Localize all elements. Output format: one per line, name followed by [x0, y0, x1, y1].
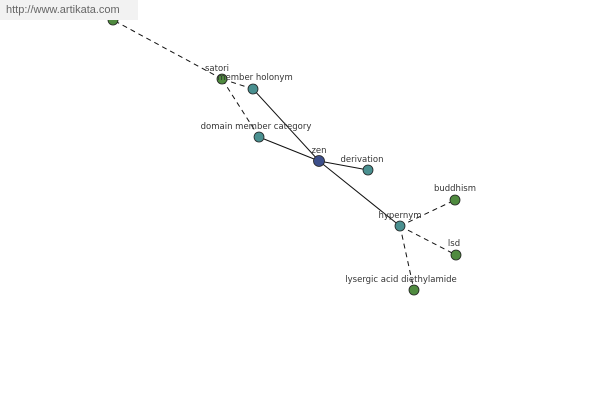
edge-zen-to-derivation: [318, 160, 369, 171]
edge-hypernym-to-buddhism: [399, 199, 456, 227]
edge-hypernym-to-lsd: [399, 225, 457, 256]
node-satori[interactable]: [216, 73, 228, 85]
node-label-domain-member-category[interactable]: domain member category: [201, 122, 312, 132]
edge-domain-member-category-to-satori: [221, 78, 260, 138]
node-zen[interactable]: [313, 155, 325, 167]
node-lysergic-acid-diethylamide[interactable]: [408, 284, 420, 296]
node-label-lysergic-acid-diethylamide[interactable]: lysergic acid diethylamide: [345, 275, 456, 285]
nodes-layer: [107, 14, 462, 296]
node-member-holonym[interactable]: [247, 83, 259, 95]
node-label-hypernym[interactable]: hypernym: [378, 211, 421, 221]
node-derivation[interactable]: [362, 164, 374, 176]
node-buddhism[interactable]: [449, 194, 461, 206]
node-label-member-holonym[interactable]: member holonym: [217, 73, 292, 83]
edge-member-holonym-to-satori: [221, 78, 254, 90]
node-label-derivation[interactable]: derivation: [340, 155, 383, 165]
edge-zen-to-hypernym: [318, 160, 401, 227]
node-label-buddhism[interactable]: buddhism: [434, 184, 476, 194]
edge-hypernym-to-lysergic-acid-diethylamide: [399, 225, 415, 291]
edges-layer: [112, 19, 457, 291]
node-label-satori[interactable]: satori: [205, 64, 229, 74]
node-hypernym[interactable]: [394, 220, 406, 232]
source-url-watermark[interactable]: http://www.artikata.com: [0, 0, 138, 20]
edge-zen-to-member-holonym: [252, 88, 320, 162]
node-label-zen[interactable]: zen: [311, 146, 326, 156]
node-label-lsd[interactable]: lsd: [448, 239, 460, 249]
node-domain-member-category[interactable]: [253, 131, 265, 143]
node-lsd[interactable]: [450, 249, 462, 261]
edge-satori-to-offscreen: [112, 19, 223, 80]
edge-zen-to-domain-member-category: [258, 136, 320, 162]
